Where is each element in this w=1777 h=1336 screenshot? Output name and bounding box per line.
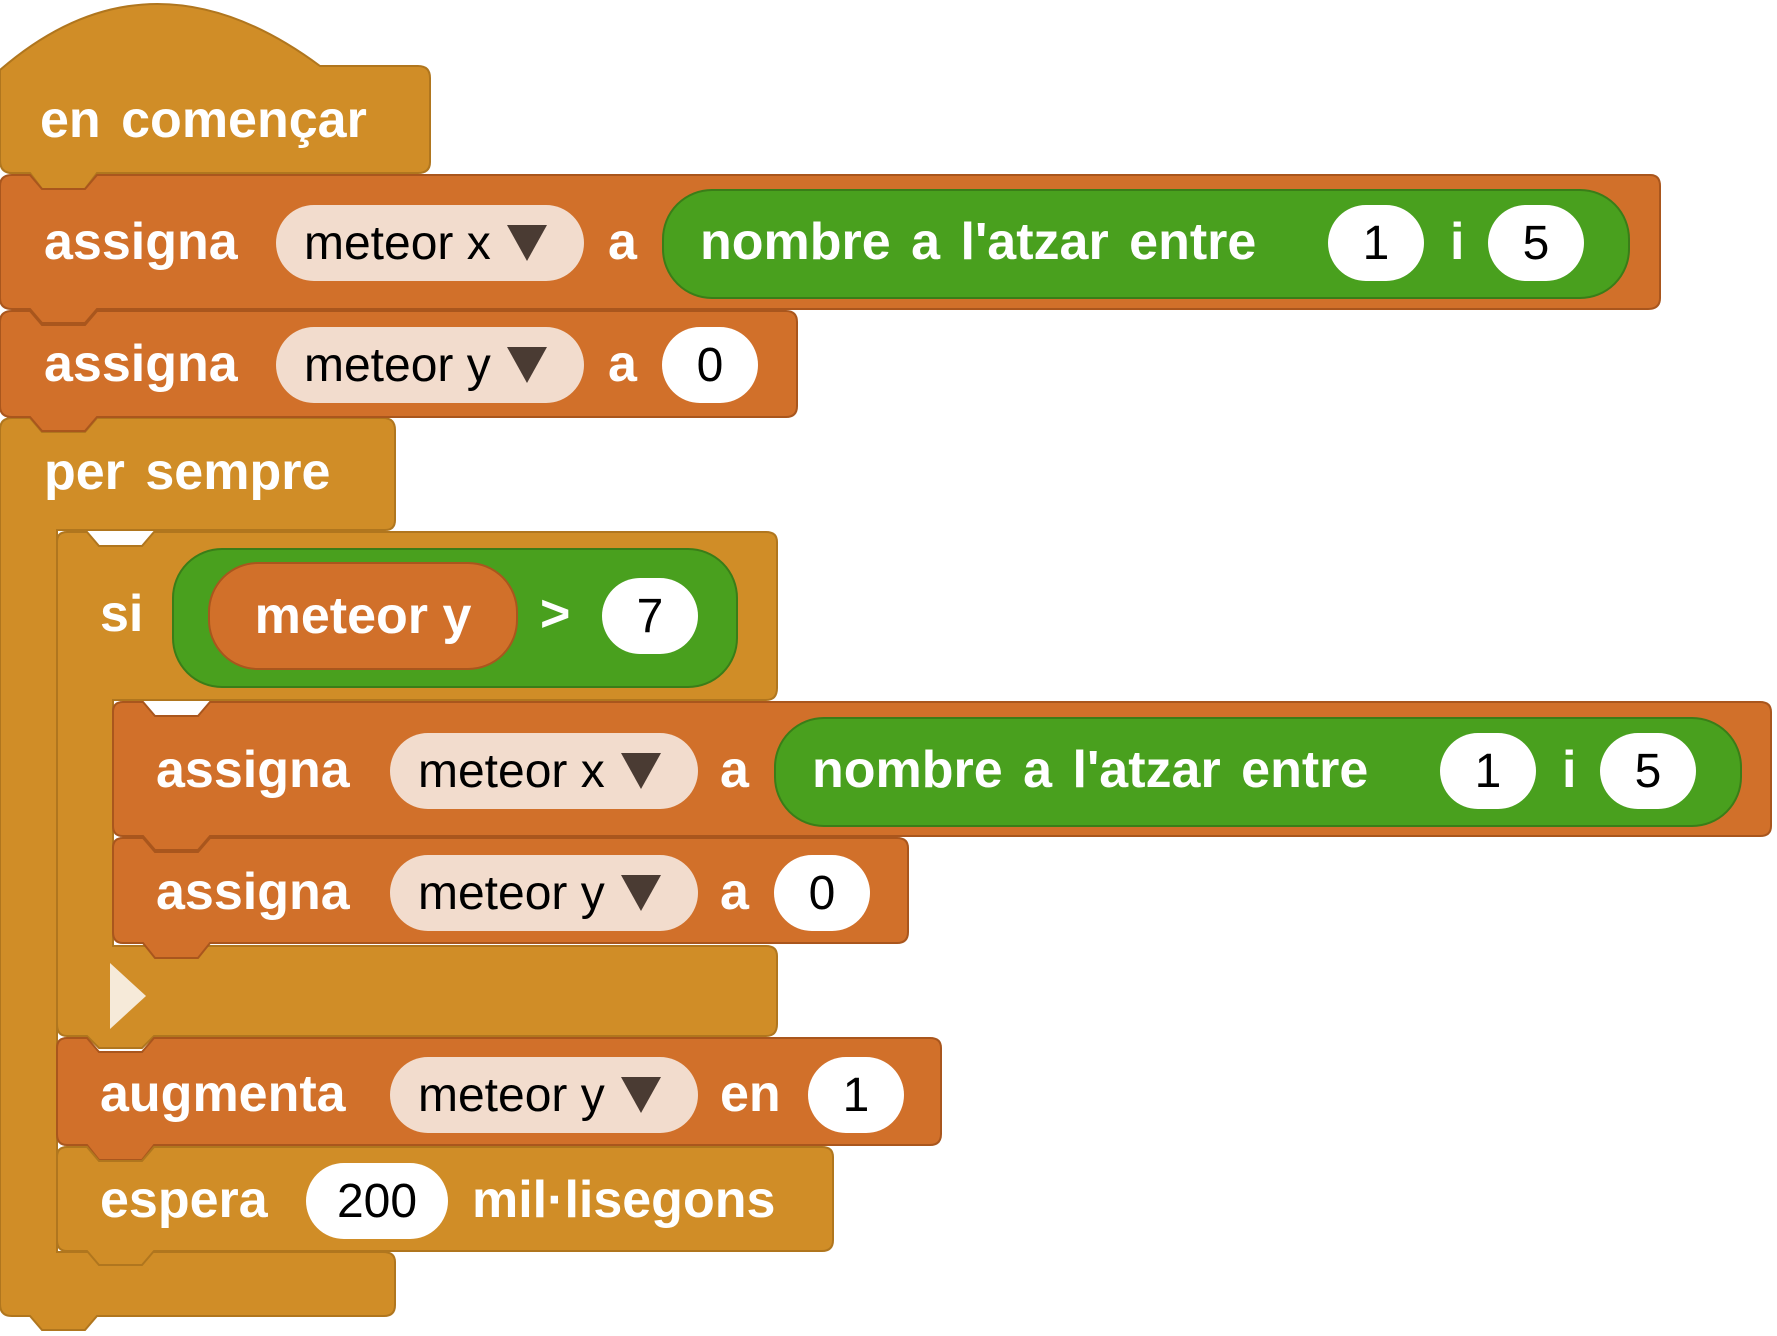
dropdown-arrow-icon xyxy=(506,347,547,383)
dropdown-arrow-icon xyxy=(506,225,547,261)
forever-label: per sempre xyxy=(44,443,331,501)
variable-dropdown[interactable]: meteor y xyxy=(390,1057,698,1133)
play-triangle-icon[interactable] xyxy=(110,963,146,1029)
set-keyword: assigna xyxy=(44,213,238,271)
variable-reporter[interactable]: meteor y xyxy=(208,562,518,670)
variable-dropdown[interactable]: meteor x xyxy=(276,205,584,281)
number-input[interactable]: 1 xyxy=(808,1057,904,1133)
number-input[interactable]: 1 xyxy=(1440,733,1536,809)
dropdown-arrow-icon xyxy=(620,875,661,911)
pause-unit: mil·lisegons xyxy=(472,1171,776,1229)
hat-label: en començar xyxy=(40,91,367,149)
number-input[interactable]: 7 xyxy=(602,578,698,654)
variable-name: meteor x xyxy=(304,216,491,270)
to-word: a xyxy=(608,335,637,393)
number-input[interactable]: 200 xyxy=(306,1163,448,1239)
comparison-operator: > xyxy=(540,585,571,643)
set-keyword: assigna xyxy=(156,741,350,799)
variable-dropdown[interactable]: meteor y xyxy=(390,855,698,931)
to-word: a xyxy=(720,741,749,799)
variable-dropdown[interactable]: meteor x xyxy=(390,733,698,809)
if-keyword: si xyxy=(100,585,144,643)
variable-name: meteor y xyxy=(418,866,605,920)
by-word: en xyxy=(720,1065,781,1123)
number-input[interactable]: 0 xyxy=(774,855,870,931)
pause-keyword: espera xyxy=(100,1171,268,1229)
to-word: a xyxy=(720,863,749,921)
number-input[interactable]: 5 xyxy=(1488,205,1584,281)
to-word: a xyxy=(608,213,637,271)
variable-dropdown[interactable]: meteor y xyxy=(276,327,584,403)
set-keyword: assigna xyxy=(44,335,238,393)
and-word: i xyxy=(1450,213,1465,271)
hat-block-body[interactable] xyxy=(0,3,431,190)
number-input[interactable]: 1 xyxy=(1328,205,1424,281)
and-word: i xyxy=(1562,741,1577,799)
variable-name: meteor y xyxy=(418,1068,605,1122)
set-keyword: assigna xyxy=(156,863,350,921)
random-label: nombre a l'atzar entre xyxy=(812,741,1369,799)
dropdown-arrow-icon xyxy=(620,1077,661,1113)
number-input[interactable]: 5 xyxy=(1600,733,1696,809)
random-label: nombre a l'atzar entre xyxy=(700,213,1257,271)
variable-name: meteor y xyxy=(304,338,491,392)
random-number-block[interactable] xyxy=(662,189,1630,299)
variable-name: meteor x xyxy=(418,744,605,798)
number-input[interactable]: 0 xyxy=(662,327,758,403)
random-number-block[interactable] xyxy=(774,717,1742,827)
dropdown-arrow-icon xyxy=(620,753,661,789)
change-keyword: augmenta xyxy=(100,1065,346,1123)
